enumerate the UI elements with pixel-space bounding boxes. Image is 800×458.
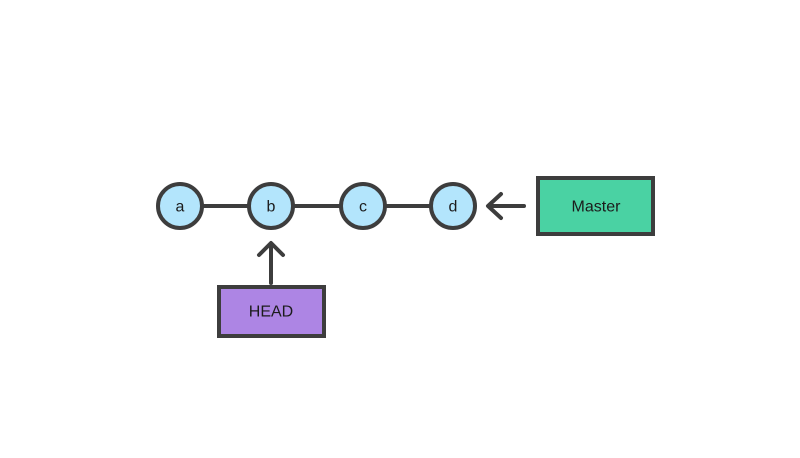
pointer-box-head[interactable]: HEAD: [217, 285, 326, 338]
commit-label-a: a: [176, 199, 185, 216]
arrow-master-head: [486, 192, 503, 220]
arrow-head-head: [257, 241, 285, 257]
commit-circle-b[interactable]: [247, 182, 295, 230]
branch-box-master-label: Master: [572, 199, 622, 216]
commit-label-c: c: [359, 199, 367, 216]
branch-box-master[interactable]: Master: [536, 176, 655, 236]
commit-circle-a[interactable]: [156, 182, 204, 230]
commit-node-a[interactable]: a: [156, 182, 204, 230]
commit-node-b[interactable]: b: [247, 182, 295, 230]
arrow-left-icon: [486, 192, 526, 220]
arrow-up-icon: [257, 241, 285, 285]
branch-box-master-rect[interactable]: [536, 176, 655, 236]
pointer-box-head-label: HEAD: [249, 304, 293, 321]
commit-node-d[interactable]: d: [429, 182, 477, 230]
commit-circle-c[interactable]: [339, 182, 387, 230]
commit-circle-d[interactable]: [429, 182, 477, 230]
commit-node-c[interactable]: c: [339, 182, 387, 230]
commit-label-d: d: [449, 199, 458, 216]
commit-label-b: b: [267, 199, 276, 216]
pointer-box-head-rect[interactable]: [217, 285, 326, 338]
